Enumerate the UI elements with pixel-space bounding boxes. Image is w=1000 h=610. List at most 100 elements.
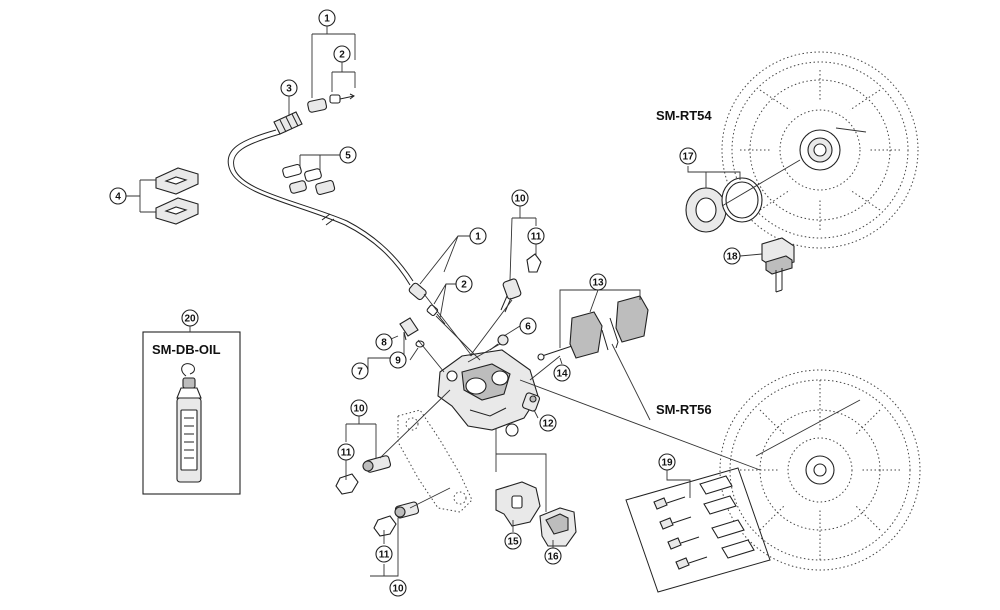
callout-circle (375, 545, 393, 563)
oil-box (142, 331, 241, 495)
callout-number: 3 (286, 84, 292, 95)
callout-2: 2 (455, 275, 473, 293)
callout-number: 1 (324, 14, 330, 25)
callout-number: 12 (542, 419, 554, 430)
callout-15: 15 (504, 532, 522, 550)
model-label-sm-db-oil: SM-DB-OIL (152, 342, 221, 357)
callout-number: 14 (556, 369, 568, 380)
callout-number: 13 (592, 278, 604, 289)
mount-bolt-bottom (394, 501, 420, 519)
callout-10: 10 (511, 189, 529, 207)
callout-circle (109, 187, 127, 205)
callout-number: 10 (514, 194, 526, 205)
callout-circle (723, 247, 741, 265)
callout-20: 20 (181, 309, 199, 327)
rotor-bolt-washer (699, 475, 755, 559)
pad-insulator (539, 507, 577, 547)
mount-adapter (397, 409, 473, 513)
callout-circle (333, 45, 351, 63)
rotor-bolt (675, 556, 708, 570)
callout-1: 1 (318, 9, 336, 27)
brake-hose (227, 129, 411, 286)
callout-number: 6 (525, 322, 531, 333)
hose-cover (273, 111, 303, 135)
callout-3: 3 (280, 79, 298, 97)
callout-number: 15 (507, 537, 519, 548)
callout-number: 20 (184, 314, 196, 325)
connector-insert-top (307, 98, 328, 113)
callout-14: 14 (553, 364, 571, 382)
callout-circle (679, 147, 697, 165)
callout-number: 18 (726, 252, 738, 263)
callout-number: 1 (475, 232, 481, 243)
rotor-bolt (653, 496, 686, 510)
rotor-spacer (721, 177, 763, 223)
hose-joint-set (282, 163, 336, 196)
callout-circle (351, 362, 369, 380)
callout-number: 16 (547, 552, 559, 563)
callout-circle (658, 453, 676, 471)
callout-circle (544, 547, 562, 565)
callout-19: 19 (658, 453, 676, 471)
rotor-bolt (667, 536, 700, 550)
callout-circle (469, 227, 487, 245)
brake-pads (569, 295, 649, 359)
callout-number: 4 (115, 192, 121, 203)
callout-11: 11 (375, 545, 393, 563)
mount-bolt-upper (500, 278, 522, 313)
callout-8: 8 (375, 333, 393, 351)
hose-clamp-upper (155, 167, 199, 195)
callout-circle (519, 317, 537, 335)
callout-number: 11 (379, 550, 390, 561)
callout-circle (589, 273, 607, 291)
oil-bottle (176, 363, 202, 483)
bleed-nipple (399, 317, 419, 341)
rotor-bolt (659, 516, 692, 530)
callout-circle (527, 227, 545, 245)
rotor-sm-rt54 (721, 51, 919, 249)
callout-number: 2 (339, 50, 345, 61)
callout-11: 11 (527, 227, 545, 245)
hose-clamp-lower (155, 197, 199, 225)
brake-caliper (437, 349, 539, 437)
rotor-bolt-kit (625, 467, 771, 593)
callout-circle (375, 333, 393, 351)
callout-11: 11 (337, 443, 355, 461)
callout-16: 16 (544, 547, 562, 565)
rotor-lock-ring (685, 187, 727, 233)
callout-number: 17 (682, 152, 694, 163)
callout-9: 9 (389, 351, 407, 369)
callout-10: 10 (389, 579, 407, 597)
callout-circle (553, 364, 571, 382)
callout-4: 4 (109, 187, 127, 205)
callout-circle (339, 146, 357, 164)
callout-number: 10 (353, 404, 365, 415)
callout-circle (389, 579, 407, 597)
callout-circle (280, 79, 298, 97)
pad-spring (495, 481, 541, 527)
callout-circle (539, 414, 557, 432)
callout-number: 8 (381, 338, 387, 349)
callout-10: 10 (350, 399, 368, 417)
callout-circle (504, 532, 522, 550)
bolt-clip-bottom (373, 515, 397, 537)
callout-1: 1 (469, 227, 487, 245)
callout-number: 2 (461, 280, 467, 291)
callout-2: 2 (333, 45, 351, 63)
callout-circle (455, 275, 473, 293)
callout-number: 5 (345, 151, 351, 162)
callout-number: 19 (661, 458, 673, 469)
callout-circle (318, 9, 336, 27)
bolt-clip-left (335, 473, 359, 495)
callout-5: 5 (339, 146, 357, 164)
callout-number: 11 (341, 448, 352, 459)
callout-circle (181, 309, 199, 327)
bolt-clip-upper (526, 253, 542, 273)
rotor-sm-rt56 (719, 369, 921, 571)
connector-insert-mid (408, 282, 427, 301)
callout-number: 11 (531, 232, 542, 243)
callout-17: 17 (679, 147, 697, 165)
model-label-sm-rt54: SM-RT54 (656, 108, 712, 123)
callout-number: 9 (395, 356, 401, 367)
